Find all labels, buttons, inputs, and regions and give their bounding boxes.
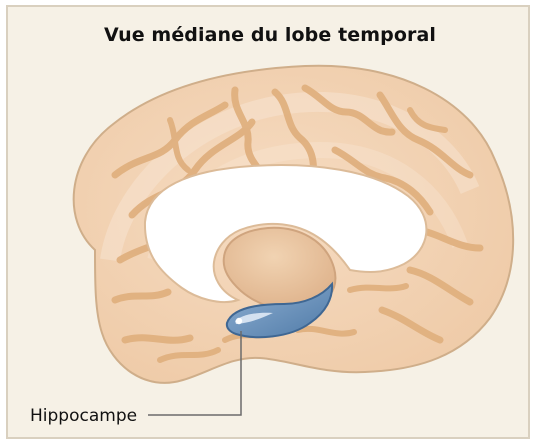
hippocampus-label: Hippocampe	[30, 406, 137, 426]
hippocampus-highlight-dot	[236, 318, 242, 324]
